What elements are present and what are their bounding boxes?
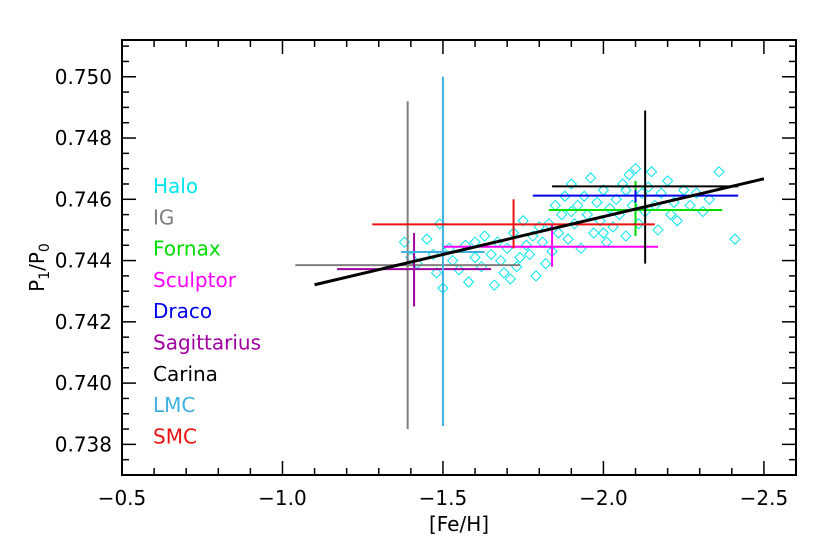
halo-point: [652, 224, 664, 236]
y-axis-label: P1/P0: [25, 243, 53, 292]
halo-point: [607, 221, 619, 233]
errorbar-ig: [295, 101, 520, 430]
halo-point: [671, 215, 683, 227]
y-tick-label: 0.748: [55, 126, 112, 150]
halo-point: [498, 267, 510, 279]
plot-area: [295, 76, 765, 430]
halo-point: [616, 178, 629, 190]
halo-point: [665, 208, 677, 221]
y-tick-label: 0.738: [55, 432, 112, 456]
fit-line: [314, 177, 765, 287]
errorbar-lmc: [401, 76, 485, 426]
halo-point: [629, 162, 642, 175]
halo-point: [588, 227, 600, 239]
legend-entry: Fornax: [153, 237, 221, 261]
y-axis-label-sub2: 0: [37, 243, 53, 252]
halo-point: [559, 190, 571, 202]
halo-point: [703, 193, 716, 206]
halo-point: [539, 257, 552, 270]
halo-point: [504, 273, 517, 285]
halo-point: [575, 242, 587, 255]
halo-point: [514, 251, 526, 264]
x-tick-label: −2.0: [579, 486, 628, 510]
axis-ticks: [121, 40, 797, 476]
legend-entry: Carina: [153, 362, 218, 386]
x-axis-label: [Fe/H]: [429, 512, 489, 536]
y-axis-label-sep: /P: [25, 252, 49, 271]
halo-point: [530, 270, 542, 282]
halo-point: [555, 208, 568, 221]
y-tick-labels: 0.738 0.740 0.742 0.744 0.746 0.748 0.750: [55, 65, 112, 457]
halo-point: [453, 264, 465, 276]
halo-point: [655, 187, 667, 199]
halo-point: [684, 199, 696, 212]
halo-point: [549, 199, 561, 212]
halo-point: [511, 260, 523, 273]
errorbar-draco: [532, 190, 739, 203]
x-tick-labels: −0.5 −1.0 −1.5 −2.0 −2.5: [98, 486, 788, 510]
halo-point: [578, 190, 590, 202]
legend-entry: IG: [153, 205, 174, 229]
x-tick-label: −1.0: [258, 486, 307, 510]
legend-entry: SMC: [153, 424, 197, 448]
halo-point: [565, 178, 578, 190]
plot-frame: [121, 39, 797, 476]
y-tick-label: 0.740: [55, 371, 112, 395]
halo-point: [469, 251, 481, 264]
halo-point: [430, 267, 443, 279]
halo-point: [488, 279, 501, 291]
y-axis-label-main: P: [25, 280, 49, 292]
halo-point: [523, 248, 536, 261]
halo-point: [597, 227, 610, 239]
y-tick-label: 0.744: [55, 249, 112, 273]
halo-point: [713, 166, 725, 178]
halo-point: [495, 254, 507, 267]
halo-point: [485, 248, 497, 261]
halo-point: [421, 233, 433, 245]
halo-point: [475, 260, 488, 273]
halo-point: [562, 233, 574, 245]
halo-point: [536, 236, 549, 248]
halo-point: [661, 175, 674, 187]
halo-point: [729, 233, 741, 245]
legend-entry: LMC: [153, 393, 195, 417]
halo-point: [690, 187, 703, 199]
errorbar-sagittarius: [337, 232, 492, 307]
legend-entry: Draco: [153, 299, 212, 323]
y-tick-label: 0.742: [55, 310, 112, 334]
halo-point: [591, 196, 603, 209]
halo-point: [610, 193, 622, 206]
halo-point: [604, 202, 616, 215]
halo-point: [501, 242, 513, 255]
y-axis-label-sub1: 1: [37, 271, 53, 280]
halo-point: [552, 227, 565, 239]
y-tick-label: 0.746: [55, 187, 112, 211]
x-tick-label: −1.5: [419, 486, 468, 510]
x-tick-label: −0.5: [98, 486, 147, 510]
halo-point: [584, 172, 597, 184]
halo-point: [446, 254, 459, 267]
halo-point: [620, 230, 632, 242]
x-tick-label: −2.5: [740, 486, 789, 510]
legend-entry: Sculptor: [153, 268, 237, 292]
halo-point: [600, 236, 613, 248]
legend-entry: Halo: [153, 174, 198, 198]
halo-point: [517, 215, 529, 227]
halo-point: [623, 169, 635, 181]
halo-point: [478, 230, 491, 242]
halo-point: [697, 205, 709, 218]
errorbar-smc: [372, 199, 655, 249]
y-tick-label: 0.750: [55, 65, 112, 89]
legend-entry: Sagittarius: [153, 331, 261, 355]
halo-point: [462, 276, 475, 288]
halo-point: [645, 166, 658, 178]
halo-point: [520, 239, 533, 251]
errorbar-carina: [552, 110, 739, 264]
